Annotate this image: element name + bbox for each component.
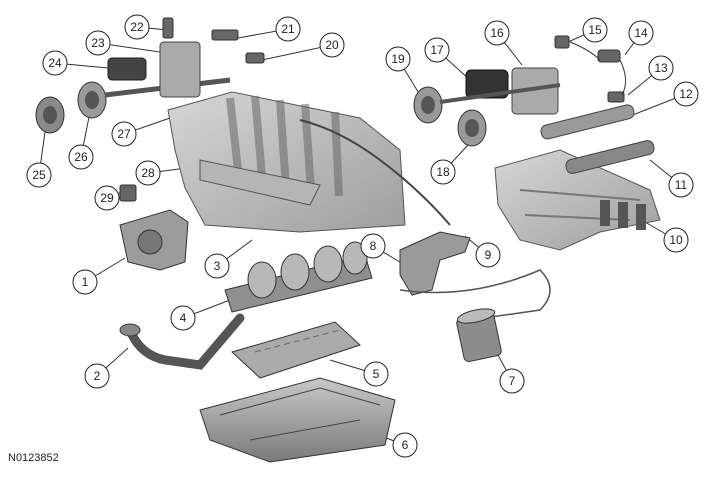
callout-label: 10 <box>669 233 683 247</box>
callout-14: 14 <box>628 20 654 46</box>
figure-id: N0123852 <box>8 452 59 464</box>
callout-29: 29 <box>94 185 120 211</box>
callout-label: 25 <box>32 168 46 182</box>
callout-15: 15 <box>582 17 608 43</box>
oil-pump-and-pickup <box>119 209 245 370</box>
callout-28: 28 <box>135 160 161 186</box>
callout-label: 29 <box>100 191 114 205</box>
callout-18: 18 <box>430 159 456 185</box>
oil-filter <box>456 308 502 363</box>
callout-21: 21 <box>275 16 301 42</box>
callout-label: 3 <box>214 259 221 273</box>
callout-label: 24 <box>48 56 62 70</box>
callout-label: 16 <box>490 26 504 40</box>
callout-11: 11 <box>668 172 694 198</box>
callout-label: 21 <box>281 22 295 36</box>
callout-5: 5 <box>363 361 389 387</box>
callout-label: 23 <box>91 36 105 50</box>
callout-22: 22 <box>124 14 150 40</box>
callout-label: 27 <box>117 127 131 141</box>
callout-label: 2 <box>94 369 101 383</box>
oil-filter-adapter <box>399 231 551 321</box>
callout-10: 10 <box>663 227 689 253</box>
callout-label: 19 <box>391 52 405 66</box>
callout-27: 27 <box>111 121 137 147</box>
callout-6: 6 <box>392 432 418 458</box>
callout-9: 9 <box>475 242 501 268</box>
callout-label: 20 <box>325 38 339 52</box>
callout-2: 2 <box>84 363 110 389</box>
callout-25: 25 <box>26 162 52 188</box>
callout-4: 4 <box>170 305 196 331</box>
callout-label: 9 <box>485 248 492 262</box>
callout-label: 7 <box>509 374 516 388</box>
callout-label: 6 <box>402 438 409 452</box>
callout-19: 19 <box>385 46 411 72</box>
callout-13: 13 <box>648 55 674 81</box>
oil-pan <box>199 377 396 463</box>
left-timing-components <box>35 41 231 134</box>
right-timing-components <box>413 67 561 147</box>
callout-16: 16 <box>484 20 510 46</box>
callout-label: 1 <box>82 275 89 289</box>
sensors <box>119 17 626 202</box>
callout-label: 5 <box>373 367 380 381</box>
callout-17: 17 <box>424 37 450 63</box>
callout-label: 18 <box>436 165 450 179</box>
callout-label: 28 <box>141 166 155 180</box>
callout-label: 12 <box>679 87 693 101</box>
crankshaft <box>224 241 373 313</box>
callout-12: 12 <box>673 81 699 107</box>
callout-label: 26 <box>74 150 88 164</box>
callout-label: 14 <box>634 26 648 40</box>
callout-20: 20 <box>319 32 345 58</box>
callout-8: 8 <box>360 233 386 259</box>
callout-3: 3 <box>204 253 230 279</box>
callout-label: 13 <box>654 61 668 75</box>
callout-23: 23 <box>85 30 111 56</box>
callout-label: 17 <box>430 43 444 57</box>
callout-label: 15 <box>588 23 602 37</box>
callout-7: 7 <box>499 368 525 394</box>
callout-label: 4 <box>180 311 187 325</box>
callout-label: 22 <box>130 20 144 34</box>
callout-label: 11 <box>675 178 688 192</box>
oil-pan-baffle <box>231 321 361 379</box>
callout-label: 8 <box>370 239 377 253</box>
callout-1: 1 <box>72 269 98 295</box>
camshafts <box>540 104 655 174</box>
callout-24: 24 <box>42 50 68 76</box>
callouts: 1 2 3 4 5 6 7 8 9 10 11 12 13 14 15 <box>26 14 699 458</box>
engine-block-left <box>167 91 451 233</box>
callout-26: 26 <box>68 144 94 170</box>
